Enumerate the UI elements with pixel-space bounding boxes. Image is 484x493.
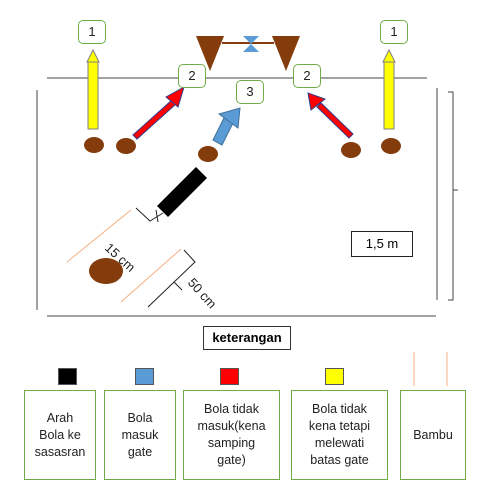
- marker-1-left: 1: [78, 20, 106, 44]
- legend-swatch-blue: [135, 368, 154, 385]
- legend-item-bamboo: Bambu: [400, 390, 466, 480]
- legend-swatch-yellow: [325, 368, 344, 385]
- yellow-arrow-left: [86, 48, 100, 130]
- marker-3: 3: [236, 80, 264, 104]
- legend-title: keterangan: [203, 326, 291, 350]
- legend-item-ball-in: Bola masuk gate: [104, 390, 176, 480]
- blue-arrow: [212, 107, 241, 146]
- marker-2-left: 2: [178, 64, 206, 88]
- legend-item-aim: Arah Bola ke sasasran: [24, 390, 96, 480]
- ball-start: [89, 258, 123, 284]
- legend-item-aim-label: Arah Bola ke sasasran: [34, 410, 86, 459]
- ball-3: [198, 146, 218, 162]
- gate: [196, 36, 300, 71]
- bamboo-line-left: [66, 209, 132, 263]
- dimension-15cm-tick: [155, 209, 159, 223]
- legend-item-ball-passed-label: Bola tidak kena tetapi melewati batas ga…: [308, 402, 371, 467]
- ball-2: [116, 138, 136, 154]
- legend-item-ball-hit-side-label: Bola tidak masuk(kena samping gate): [197, 402, 266, 467]
- legend-swatch-red: [220, 368, 239, 385]
- legend-item-ball-hit-side: Bola tidak masuk(kena samping gate): [183, 390, 280, 480]
- marker-2-right: 2: [293, 64, 321, 88]
- aim-direction-bar: [157, 167, 207, 217]
- ball-1: [84, 137, 104, 153]
- legend-item-bamboo-label: Bambu: [413, 427, 453, 442]
- legend-item-ball-in-label: Bola masuk gate: [121, 410, 159, 459]
- red-arrow-right: [307, 92, 354, 139]
- marker-1-right: 1: [380, 20, 408, 44]
- scale-label: 1,5 m: [351, 231, 413, 257]
- dimension-50cm-tick: [173, 281, 183, 291]
- dimension-50cm-bracket: [147, 249, 196, 308]
- ball-4: [341, 142, 361, 158]
- yellow-arrow-right: [382, 48, 396, 130]
- legend-item-ball-passed: Bola tidak kena tetapi melewati batas ga…: [291, 390, 388, 480]
- ball-5: [381, 138, 401, 154]
- red-arrow-left: [132, 85, 185, 140]
- legend-swatch-black: [58, 368, 77, 385]
- bamboo-line-right: [120, 248, 182, 303]
- right-bracket: [448, 91, 454, 301]
- dimension-15cm-bracket: [135, 207, 164, 222]
